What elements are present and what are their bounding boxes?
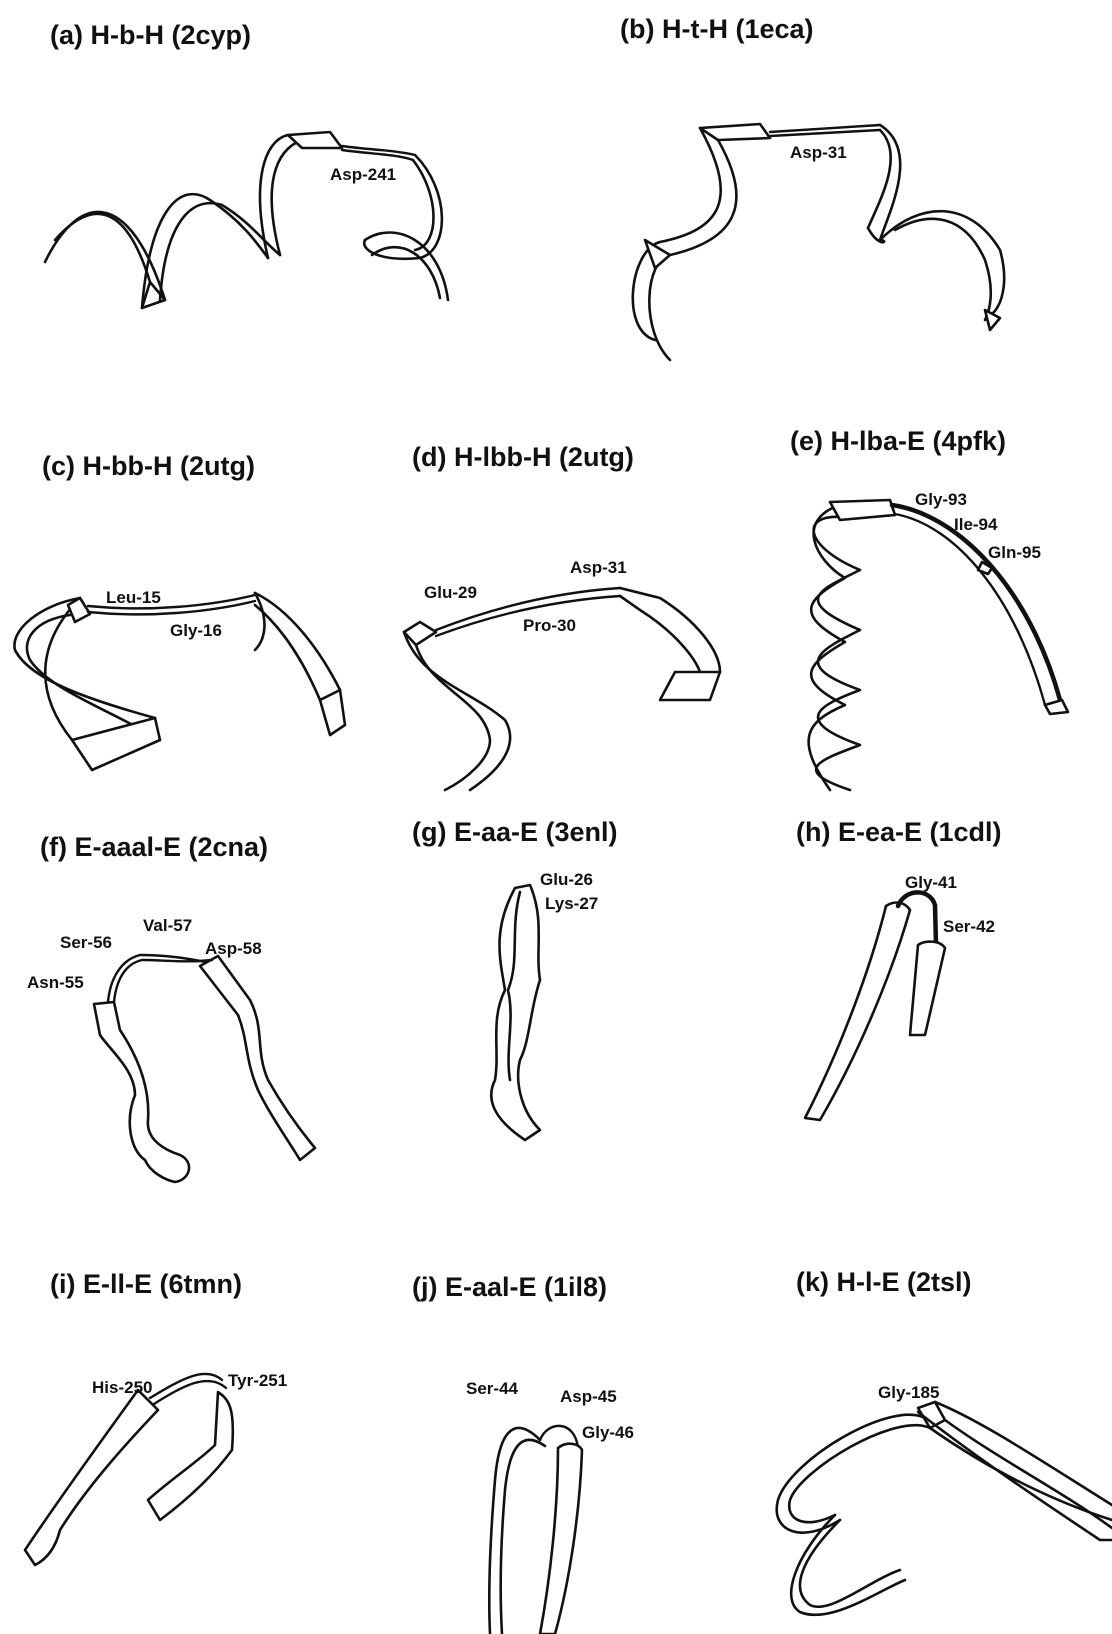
panel-e-residue-3: Gln-95 <box>988 543 1041 562</box>
panel-f-ribbon <box>94 955 315 1182</box>
panel-i: (i) E-ll-E (6tmn) His-250 Tyr-251 <box>25 1269 287 1565</box>
panel-i-residue-2: Tyr-251 <box>228 1371 287 1390</box>
panel-j-residue-1: Ser-44 <box>466 1379 519 1398</box>
panel-e-residue-2: Ile-94 <box>954 515 998 534</box>
panel-a: (a) H-b-H (2cyp) Asp-241 <box>45 20 448 308</box>
panel-g-title: (g) E-aa-E (3enl) <box>412 817 618 847</box>
panel-c-title: (c) H-bb-H (2utg) <box>42 451 255 481</box>
panel-e-title: (e) H-lba-E (4pfk) <box>790 426 1006 456</box>
panel-f-residue-4: Asn-55 <box>27 973 84 992</box>
panel-j: (j) E-aal-E (1il8) Ser-44 Asp-45 Gly-46 <box>412 1272 634 1634</box>
panel-i-title: (i) E-ll-E (6tmn) <box>50 1269 242 1299</box>
panel-f: (f) E-aaal-E (2cna) Ser-56 Val-57 Asp-58… <box>27 832 315 1182</box>
panel-d: (d) H-lbb-H (2utg) Glu-29 Asp-31 Pro-30 <box>404 442 720 790</box>
panel-j-ribbon <box>489 1426 582 1634</box>
panel-h-residue-2: Ser-42 <box>943 917 995 936</box>
panel-i-residue-1: His-250 <box>92 1378 152 1397</box>
panel-a-title: (a) H-b-H (2cyp) <box>50 20 251 50</box>
panel-g-residue-1: Glu-26 <box>540 870 593 889</box>
panel-f-residue-2: Val-57 <box>143 916 192 935</box>
panel-h-ribbon <box>805 892 945 1120</box>
panel-j-residue-3: Gly-46 <box>582 1423 634 1442</box>
panel-c-residue-2: Gly-16 <box>170 621 222 640</box>
panel-f-residue-1: Ser-56 <box>60 933 112 952</box>
panel-d-title: (d) H-lbb-H (2utg) <box>412 442 634 472</box>
panel-k: (k) H-l-E (2tsl) Gly-185 <box>777 1267 1112 1615</box>
panel-f-residue-3: Asp-58 <box>205 939 262 958</box>
panel-h-residue-1: Gly-41 <box>905 873 957 892</box>
panel-j-title: (j) E-aal-E (1il8) <box>412 1272 607 1302</box>
panel-d-residue-2: Asp-31 <box>570 558 627 577</box>
panel-e: (e) H-lba-E (4pfk) Gly-93 Ile-94 Gln-95 <box>790 426 1068 790</box>
panel-g-residue-2: Lys-27 <box>545 894 598 913</box>
panel-c-ribbon <box>14 593 345 770</box>
panel-k-residue-1: Gly-185 <box>878 1383 939 1402</box>
panel-h-title: (h) E-ea-E (1cdl) <box>796 817 1002 847</box>
panel-b: (b) H-t-H (1eca) Asp-31 <box>620 14 1004 360</box>
panel-h: (h) E-ea-E (1cdl) Gly-41 Ser-42 <box>796 817 1002 1120</box>
panel-a-ribbon <box>45 132 448 308</box>
panel-c-residue-1: Leu-15 <box>106 588 161 607</box>
panel-k-title: (k) H-l-E (2tsl) <box>796 1267 972 1297</box>
panel-d-residue-1: Glu-29 <box>424 583 477 602</box>
panel-e-residue-1: Gly-93 <box>915 490 967 509</box>
panel-d-residue-3: Pro-30 <box>523 616 576 635</box>
panel-g-ribbon <box>491 885 540 1140</box>
panel-b-residue-1: Asp-31 <box>790 143 847 162</box>
panel-i-ribbon <box>25 1374 233 1565</box>
panel-k-ribbon <box>777 1402 1112 1615</box>
panel-g: (g) E-aa-E (3enl) Glu-26 Lys-27 <box>412 817 618 1140</box>
panel-f-title: (f) E-aaal-E (2cna) <box>40 832 268 862</box>
panel-a-residue-1: Asp-241 <box>330 165 396 184</box>
panel-b-title: (b) H-t-H (1eca) <box>620 14 814 44</box>
panel-j-residue-2: Asp-45 <box>560 1387 617 1406</box>
panel-c: (c) H-bb-H (2utg) Leu-15 Gly-16 <box>14 451 345 770</box>
